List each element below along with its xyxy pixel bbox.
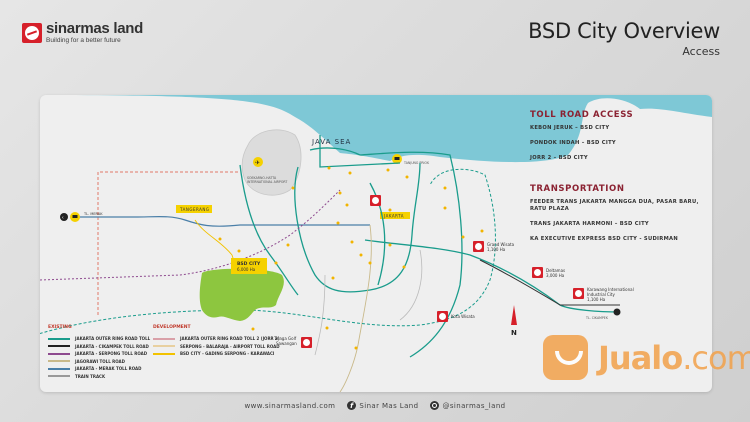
svg-text:6,000 Ha: 6,000 Ha (237, 267, 256, 272)
legend-item: JAKARTA - CIKAMPEK TOLL ROAD (75, 343, 149, 349)
svg-text:‹: ‹ (62, 215, 64, 221)
access-map: JAVA SEA ✈ SOEKARNO-HATTA INTERNATIONAL … (40, 95, 712, 392)
svg-text:SOEKARNO-HATTA: SOEKARNO-HATTA (247, 176, 277, 180)
svg-text:TANJUNG PRIOK: TANJUNG PRIOK (403, 161, 430, 165)
brand-tagline: Building for a better future (46, 37, 121, 44)
grand-wisata-marker: Grand Wisata 1,100 Ha (473, 241, 515, 252)
svg-text:Sawangan: Sawangan (276, 341, 297, 346)
svg-text:Grand Wisata: Grand Wisata (487, 242, 515, 247)
facebook-icon: f (347, 401, 357, 410)
svg-text:Karawang International: Karawang International (587, 287, 634, 292)
svg-text:Deltamas: Deltamas (546, 268, 565, 273)
toll-item: JORR 2 – BSD CITY (530, 155, 588, 162)
airport-icon (253, 157, 263, 167)
bsd-city-label-box (231, 258, 267, 274)
kota-wisata-marker: Kota Wisata (437, 311, 475, 322)
svg-text:Kota Wisata: Kota Wisata (451, 314, 475, 319)
svg-text:JAKARTA: JAKARTA (383, 214, 404, 219)
svg-text:1,100 Ha: 1,100 Ha (487, 247, 506, 252)
transport-item: FEEDER TRANS JAKARTA MANGGA DUA, PASAR B… (530, 199, 699, 213)
svg-text:✈: ✈ (255, 160, 260, 167)
legend-development-heading: DEVELOPMENT (153, 325, 191, 330)
svg-text:INTERNATIONAL AIRPORT: INTERNATIONAL AIRPORT (247, 180, 287, 184)
svg-text:TL. MERAK: TL. MERAK (83, 212, 103, 216)
website-link[interactable]: www.sinarmasland.com (244, 401, 336, 410)
airport-area (241, 129, 302, 196)
instagram-icon (430, 401, 440, 410)
sinarmas-land-logo: sinarmas land Building for a better futu… (22, 21, 143, 45)
brand-name: sinarmas land (46, 20, 143, 37)
transport-item: KA EXECUTIVE EXPRESS BSD CITY - SUDIRMAN (530, 236, 679, 243)
north-arrow-icon (511, 305, 517, 325)
page-title: BSD City Overview (528, 19, 720, 43)
watermark-bold: Jualo (598, 338, 683, 377)
svg-text:Industrial City: Industrial City (587, 292, 616, 297)
map-card: JAVA SEA ✈ SOEKARNO-HATTA INTERNATIONAL … (40, 95, 712, 392)
jualo-watermark: Jualo.com (543, 335, 750, 380)
bsd-city-area (199, 268, 284, 321)
legend-item: JAKARTA OUTER RING ROAD TOLL 2 (JORR 2) (180, 336, 280, 342)
legend-item: JAKARTA OUTER RING ROAD TOLL (75, 336, 151, 342)
legend-item: BSD CITY - GADING SERPONG - KARAWACI (180, 351, 275, 357)
tangerang-boundary (97, 171, 240, 315)
instagram-link[interactable]: @sinarmas_land (430, 401, 505, 410)
svg-text:Telaga Golf: Telaga Golf (273, 336, 297, 341)
transportation-heading: TRANSPORTATION (530, 184, 625, 195)
jakarta-center-marker (370, 195, 381, 206)
java-sea (40, 95, 712, 163)
legend-item: SERPONG - BALARAJA - AIRPORT TOLL ROAD (180, 343, 280, 349)
legend-item: TRAIN TRACK (75, 373, 106, 379)
svg-text:1,100 Ha: 1,100 Ha (587, 297, 606, 302)
svg-text:BSD CITY: BSD CITY (237, 261, 261, 267)
telaga-golf-marker: Telaga Golf Sawangan (273, 336, 312, 348)
page-header: BSD City Overview Access (528, 19, 720, 58)
svg-text:N: N (511, 329, 517, 337)
legend-existing-heading: EXISTING (48, 325, 72, 330)
legend-item: JAKARTA - MERAK TOLL ROAD (75, 366, 142, 372)
transport-item: TRANS JAKARTA HARMONI – BSD CITY (530, 221, 649, 228)
access-info-panel: TOLL ROAD ACCESS KEBON JERUK – BSD CITY … (530, 110, 700, 251)
toll-road-heading: TOLL ROAD ACCESS (530, 110, 634, 120)
legend-item: JAGORAWI TOLL ROAD (75, 358, 125, 364)
kiic-marker: Karawang International Industrial City 1… (573, 287, 634, 302)
watermark-light: .com (682, 338, 750, 377)
sinarmas-logo-icon (22, 22, 42, 43)
svg-text:TANGERANG: TANGERANG (179, 207, 209, 212)
sea-label: JAVA SEA (311, 138, 351, 146)
svg-text:TL. CIKAMPEK: TL. CIKAMPEK (585, 316, 609, 320)
svg-text:3,000 Ha: 3,000 Ha (546, 273, 565, 278)
toll-item: PONDOK INDAH – BSD CITY (530, 140, 616, 147)
page-subtitle: Access (682, 45, 720, 58)
deltamas-marker: Deltamas 3,000 Ha (532, 267, 565, 278)
jualo-logo-icon (543, 335, 588, 380)
toll-item: KEBON JERUK – BSD CITY (530, 125, 610, 131)
legend-item: JAKARTA - SERPONG TOLL ROAD (75, 351, 148, 357)
